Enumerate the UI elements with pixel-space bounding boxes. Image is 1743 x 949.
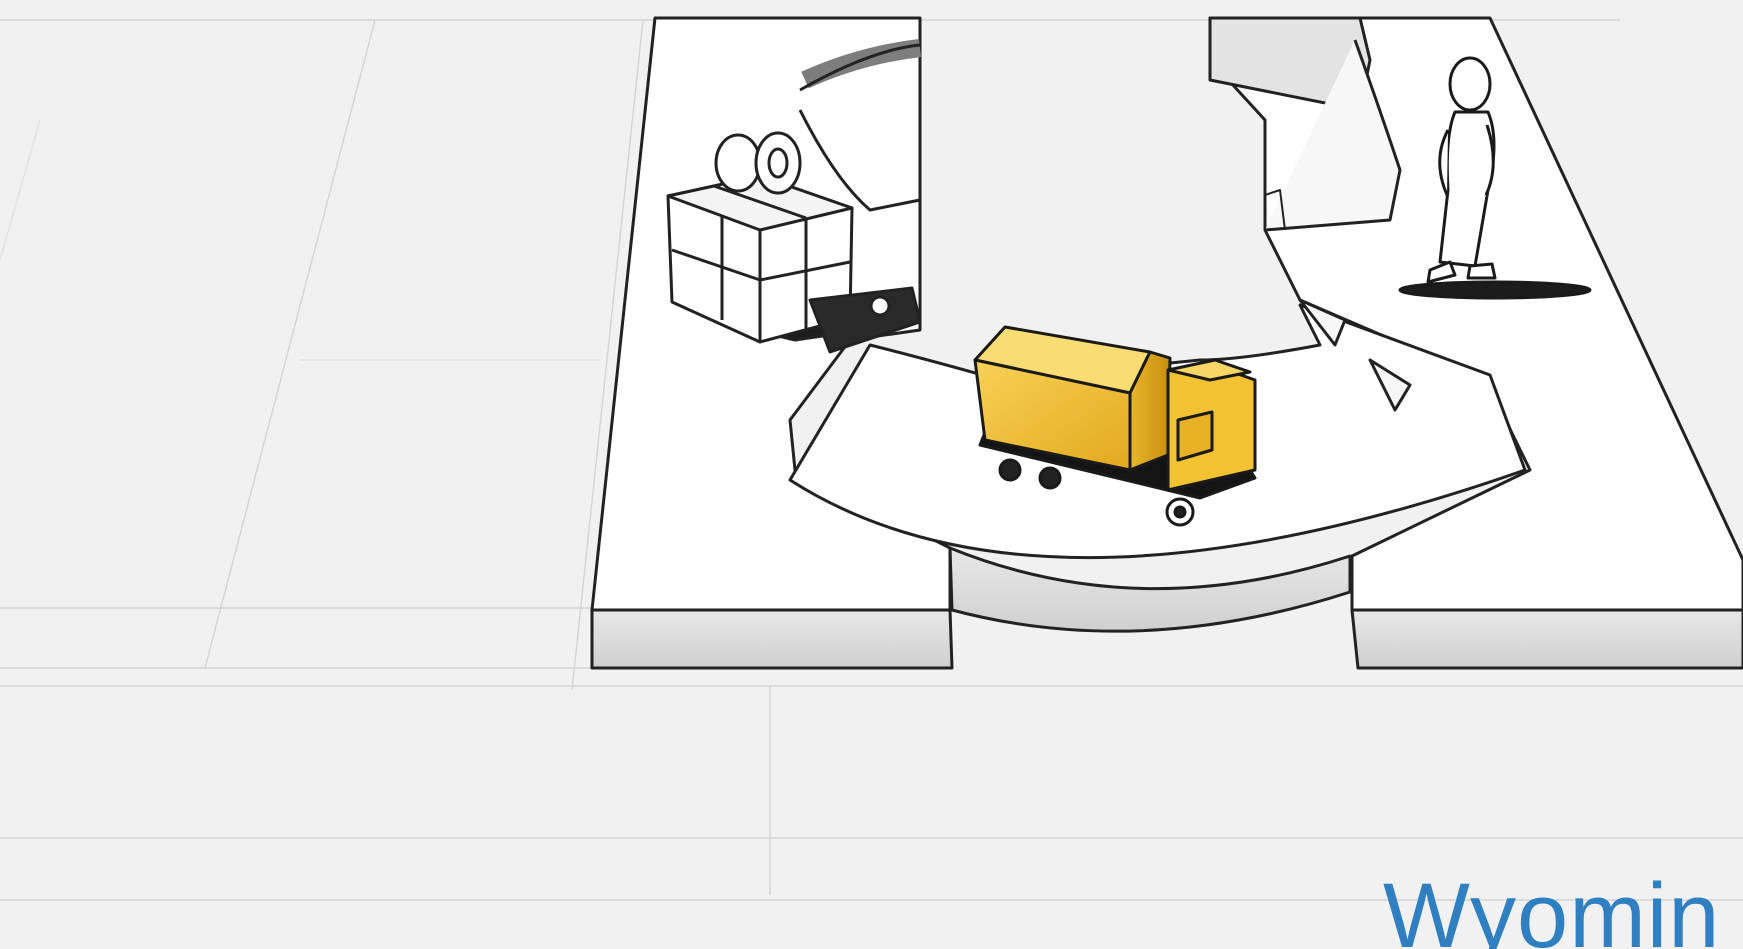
caption-text: Wyomin [1383, 870, 1720, 949]
left-board [592, 18, 952, 668]
phone-icon [810, 288, 920, 352]
